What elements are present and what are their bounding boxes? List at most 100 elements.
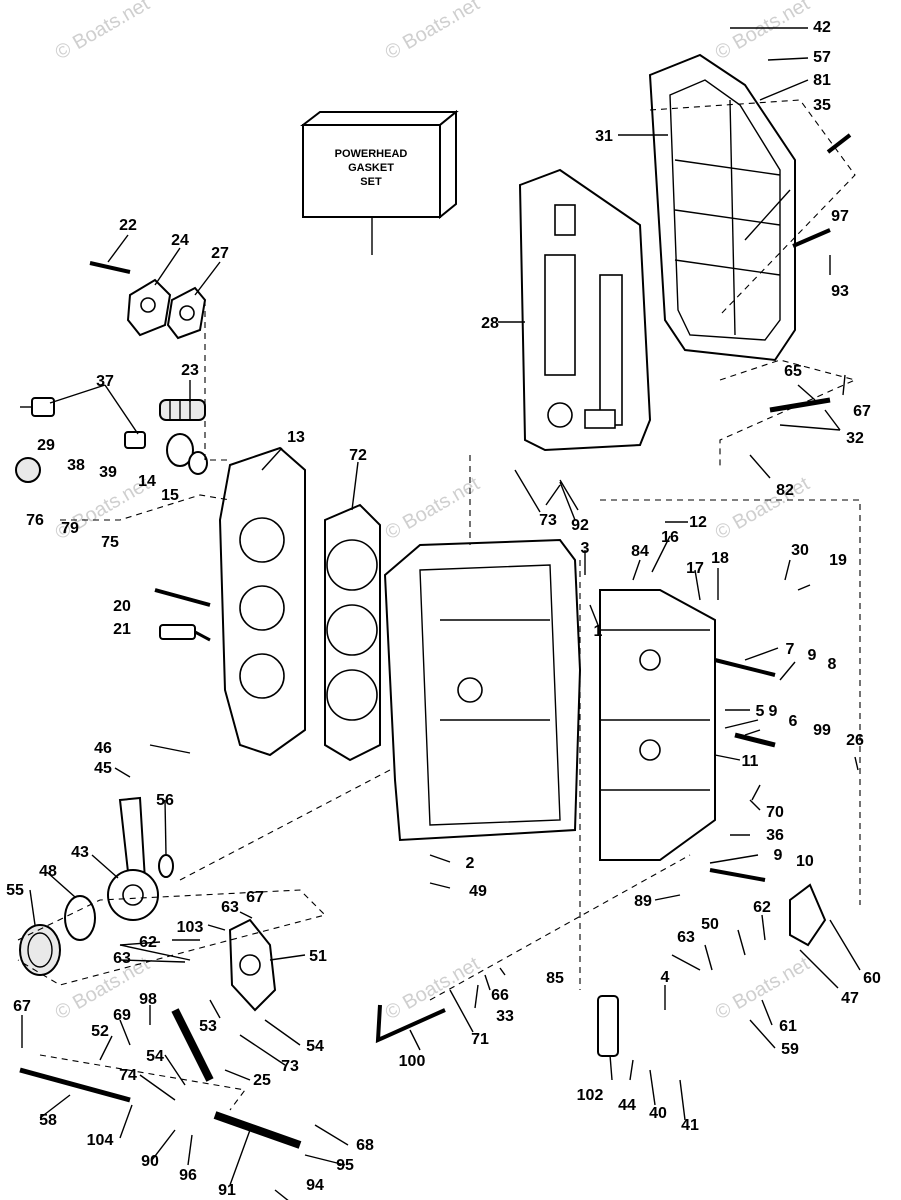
- callout-67a: 67: [246, 889, 264, 906]
- callout-66: 67: [853, 403, 871, 420]
- washer-56: [158, 854, 174, 878]
- sensor-21: [159, 624, 211, 642]
- callout-90: 91: [218, 1182, 236, 1199]
- kit-label-line2: GASKET: [348, 162, 394, 174]
- callout-50: 50: [701, 916, 719, 933]
- callout-9b: 9: [769, 703, 778, 720]
- callout-9a: 9: [808, 647, 817, 664]
- callout-46: 46: [94, 740, 112, 757]
- exhaust-gasket: [518, 168, 652, 452]
- bolt-22: [89, 261, 131, 274]
- cylinder-head: [218, 446, 306, 757]
- callout-65: 66: [491, 987, 509, 1004]
- watermark: © Boats.net: [52, 953, 154, 1025]
- callout-7: 7: [786, 641, 795, 658]
- callout-13: 13: [287, 429, 305, 446]
- callout-17: 17: [686, 560, 704, 577]
- callout-51: 51: [309, 948, 327, 965]
- callout-40: 40: [649, 1105, 667, 1122]
- head-gasket: [324, 503, 381, 762]
- callout-4: 4: [661, 969, 670, 986]
- callout-98: 99: [813, 722, 831, 739]
- callout-62a: 62: [139, 934, 157, 951]
- temperature-sensor: [20, 397, 146, 449]
- callout-22: 22: [119, 217, 137, 234]
- callout-29: 29: [37, 437, 55, 454]
- callout-95: 96: [179, 1167, 197, 1184]
- callout-52: 52: [91, 1023, 109, 1040]
- callout-82: 84: [631, 543, 649, 560]
- callout-41: 41: [681, 1117, 699, 1134]
- callout-93: 94: [306, 1177, 324, 1194]
- callout-60: 60: [863, 970, 881, 987]
- callout-28: 28: [481, 315, 499, 332]
- spring-55: [19, 924, 61, 976]
- callout-16: 16: [661, 529, 679, 546]
- callout-58: 58: [39, 1112, 57, 1129]
- callout-49: 49: [469, 883, 487, 900]
- callout-57: 57: [813, 49, 831, 66]
- callout-35: 35: [813, 97, 831, 114]
- callout-68: 69: [113, 1007, 131, 1024]
- watermark: © Boats.net: [712, 953, 814, 1025]
- kit-label-line3: SET: [360, 176, 382, 188]
- callout-71: 72: [349, 447, 367, 464]
- leader-lines: [21, 27, 861, 1200]
- callout-1: 1: [594, 623, 603, 640]
- bolt-10: [709, 868, 766, 882]
- callout-94: 95: [336, 1157, 354, 1174]
- callout-74: 75: [101, 534, 119, 551]
- callout-55: 55: [6, 882, 24, 899]
- callout-20: 20: [113, 598, 131, 615]
- callout-19: 19: [829, 552, 847, 569]
- bolt-35: [826, 133, 852, 154]
- callout-73b: 74: [119, 1067, 137, 1084]
- link-90: [213, 1111, 302, 1149]
- callout-48: 48: [39, 863, 57, 880]
- link-25: [171, 1008, 214, 1082]
- callout-3: 3: [581, 540, 590, 557]
- retainer-48: [64, 895, 96, 941]
- callout-103: 104: [87, 1132, 114, 1149]
- callout-84: 85: [546, 970, 564, 987]
- callout-91: 92: [571, 517, 589, 534]
- callout-39: 39: [99, 464, 117, 481]
- callout-30: 30: [791, 542, 809, 559]
- callout-11: 11: [742, 753, 759, 770]
- callout-79: 81: [813, 72, 831, 89]
- callout-6: 6: [789, 713, 798, 730]
- gasket-kit-box: POWERHEAD GASKET SET: [300, 109, 459, 220]
- callout-44: 44: [618, 1097, 636, 1114]
- alignment-lines: [17, 99, 861, 1111]
- callout-73a: 73: [281, 1058, 299, 1075]
- exhaust-cover: [648, 53, 796, 362]
- callout-85: 89: [634, 893, 652, 910]
- callout-18: 18: [711, 550, 729, 567]
- thermostat-gasket: [166, 286, 207, 340]
- callout-67b: 67: [13, 998, 31, 1015]
- callout-14: 14: [138, 473, 156, 490]
- watermark: © Boats.net: [52, 0, 154, 64]
- callout-92: 93: [831, 283, 849, 300]
- bolt-6: [734, 732, 776, 748]
- callout-42: 42: [813, 19, 831, 36]
- bracket-100: [597, 995, 619, 1057]
- rod-99: [375, 1004, 446, 1044]
- callout-38: 38: [67, 457, 85, 474]
- callout-69: 70: [766, 804, 784, 821]
- cam-47: [789, 883, 827, 947]
- callout-81: 82: [776, 482, 794, 499]
- bearing-ring: [166, 433, 208, 475]
- cylinder-block: [383, 538, 582, 842]
- callout-96: 97: [831, 208, 849, 225]
- callout-32: 32: [846, 430, 864, 447]
- callout-100: 102: [577, 1087, 604, 1104]
- callout-76: 79: [61, 520, 79, 537]
- callout-102: 103: [177, 919, 204, 936]
- callout-24: 24: [171, 232, 189, 249]
- lever-58: [19, 1067, 131, 1103]
- hose-fitting: [15, 457, 41, 483]
- callout-72: 73: [539, 512, 557, 529]
- callout-26: 26: [846, 732, 864, 749]
